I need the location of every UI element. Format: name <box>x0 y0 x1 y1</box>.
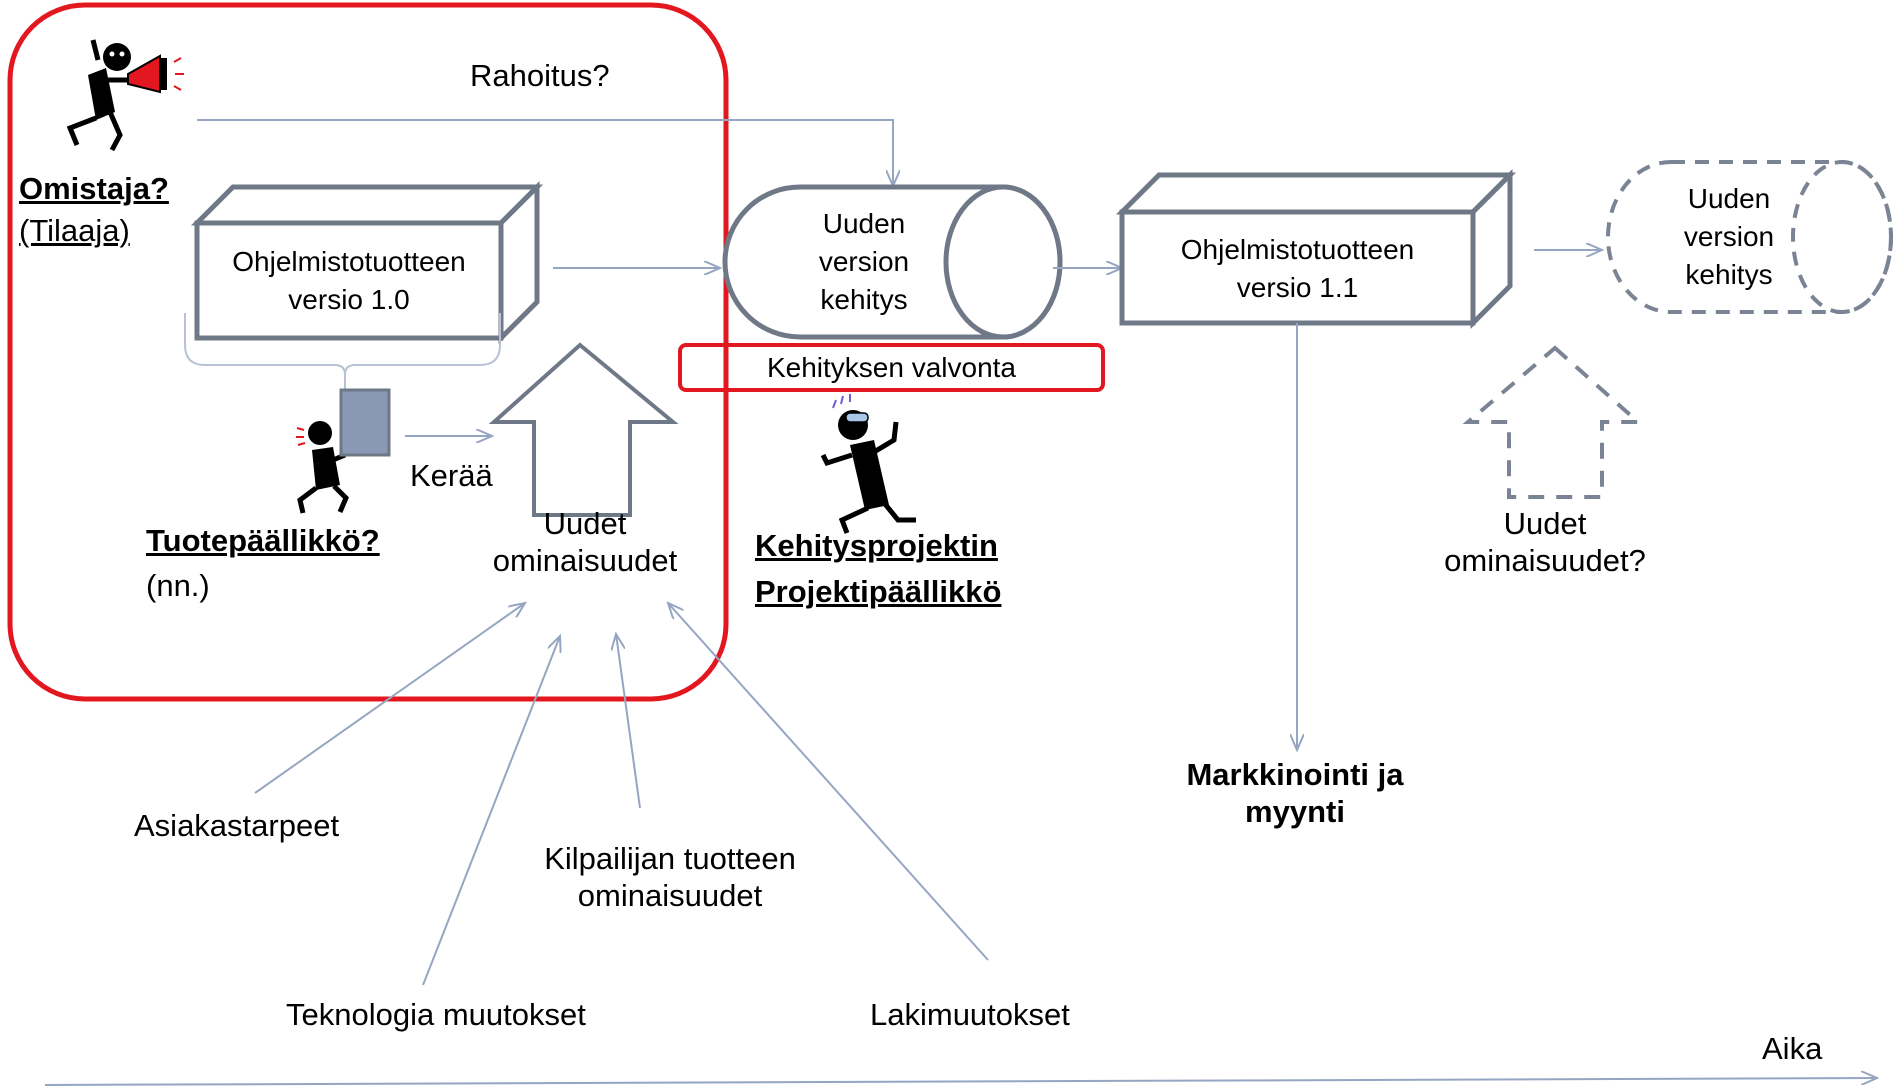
new-features-label: Uudet ominaisuudet <box>492 506 678 579</box>
dev-supervision-box <box>678 343 1105 392</box>
time-label: Aika <box>1762 1031 1823 1066</box>
person-with-tablet-icon <box>296 388 391 514</box>
funding-arrow <box>197 119 893 186</box>
collects-label: Kerää <box>410 458 493 493</box>
time-axis <box>44 1078 1877 1086</box>
funding-label: Rahoitus? <box>470 58 610 93</box>
product-v11-label: Ohjelmistotuotteen versio 1.1 <box>1180 234 1415 303</box>
new-version-dev-label: Uuden version kehitys <box>818 208 910 315</box>
technology-changes-label: Teknologia muutokset <box>286 997 586 1032</box>
product-v10-bracket <box>184 313 501 390</box>
product-v10-box <box>190 180 544 345</box>
marketing-label: Markkinointi ja myynti <box>1186 757 1404 830</box>
customer-needs-label: Asiakastarpeet <box>134 808 340 843</box>
technology-arrow <box>422 636 560 986</box>
owner-area-frame <box>7 2 729 702</box>
competitor-features-label: Kilpailijan tuotteen ominaisuudet <box>544 841 796 914</box>
product-manager-title: Tuotepäällikkö? <box>146 523 380 558</box>
dev-supervision-label: Kehityksen valvonta <box>766 352 1017 383</box>
new-version-dev-cylinder <box>722 184 1063 340</box>
owner-title: Omistaja? <box>19 171 169 206</box>
new-features-arrow <box>488 342 679 517</box>
future-dev-label: Uuden version kehitys <box>1683 183 1775 290</box>
law-changes-arrow <box>668 603 989 961</box>
owner-subtitle: (Tilaaja) <box>19 213 130 248</box>
future-dev-cylinder <box>1606 160 1893 314</box>
person-walking-icon <box>820 394 916 534</box>
project-manager-line2: Projektipäällikkö <box>755 574 1002 609</box>
influence-arrows <box>254 603 989 986</box>
product-manager-subtitle: (nn.) <box>146 568 210 603</box>
law-changes-label: Lakimuutokset <box>870 997 1070 1032</box>
competitor-arrow <box>616 634 641 809</box>
project-manager-line1: Kehitysprojektin <box>755 528 998 563</box>
person-with-megaphone-icon <box>66 39 184 152</box>
future-features-arrow <box>1462 345 1644 499</box>
customer-needs-arrow <box>254 603 525 794</box>
product-v11-box <box>1115 168 1517 330</box>
product-v10-label: Ohjelmistotuotteen versio 1.0 <box>232 246 466 315</box>
future-features-label: Uudet ominaisuudet? <box>1444 506 1646 579</box>
